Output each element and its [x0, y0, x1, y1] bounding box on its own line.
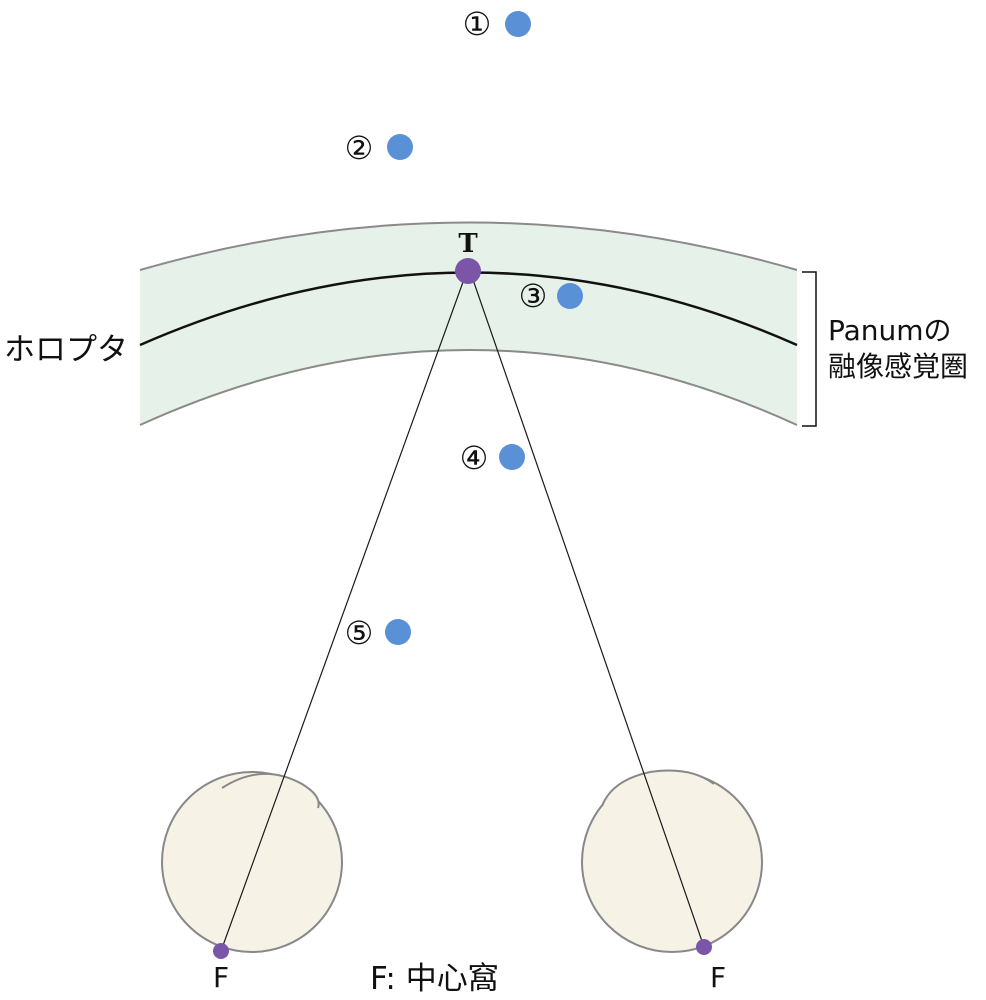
right-cornea [601, 769, 715, 807]
test-point-number: ① [463, 5, 492, 43]
test-point-dot [505, 11, 531, 37]
test-point-2: ② [345, 129, 413, 167]
test-point-number: ④ [460, 439, 489, 477]
fixation-point-marker [455, 258, 481, 284]
right-visual-axis [469, 270, 705, 948]
right-fovea-marker [696, 939, 712, 955]
test-point-3: ③ [519, 277, 583, 315]
left-visual-axis [220, 270, 468, 952]
left-cornea [221, 773, 320, 809]
fovea-legend: F: 中心窩 [370, 961, 499, 997]
horopter-label: ホロプタ [4, 332, 128, 368]
test-point-dot [557, 283, 583, 309]
right-eye [581, 769, 763, 953]
test-point-5: ⑤ [345, 614, 411, 652]
test-point-number: ③ [519, 277, 548, 315]
test-point-dot [387, 134, 413, 160]
panum-label-line2: 融像感覚圏 [828, 350, 968, 383]
panum-label-line1: Panumの [828, 314, 952, 347]
test-point-dot [385, 619, 411, 645]
eyeball-icon [161, 771, 343, 953]
left-eye [161, 771, 343, 953]
panum-bracket [802, 271, 817, 427]
test-point-number: ② [345, 129, 374, 167]
test-point-number: ⑤ [345, 614, 374, 652]
right-fovea-label: F [710, 961, 726, 994]
test-point-dot [499, 444, 525, 470]
fixation-point-label: T [458, 229, 478, 259]
panum-area-outer-edge [139, 221, 798, 271]
test-point-1: ① [463, 5, 531, 43]
test-point-4: ④ [460, 439, 525, 477]
panum-area-inner-edge [139, 349, 798, 426]
panum-area-band [140, 222, 797, 425]
left-fovea-label: F [213, 961, 229, 994]
left-fovea-marker [213, 943, 229, 959]
